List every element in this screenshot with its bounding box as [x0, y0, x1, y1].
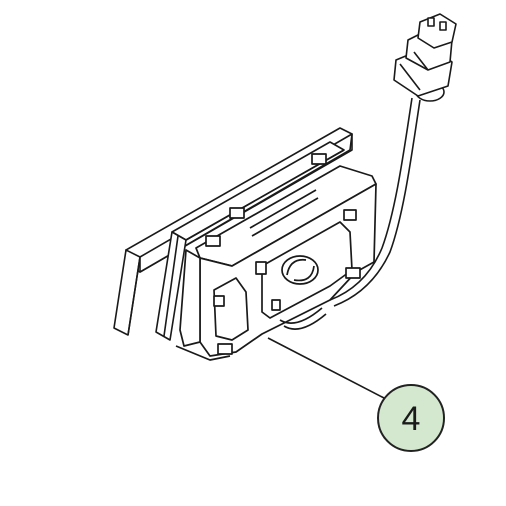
callout-label: 4 — [402, 400, 421, 438]
callout-circle — [377, 384, 445, 452]
frame-plate — [155, 141, 345, 341]
cable — [329, 97, 421, 307]
connector-plug — [393, 13, 457, 102]
mounting-bracket — [175, 153, 377, 361]
callout-bubble: 4 — [377, 384, 445, 452]
leader-line — [267, 337, 385, 399]
